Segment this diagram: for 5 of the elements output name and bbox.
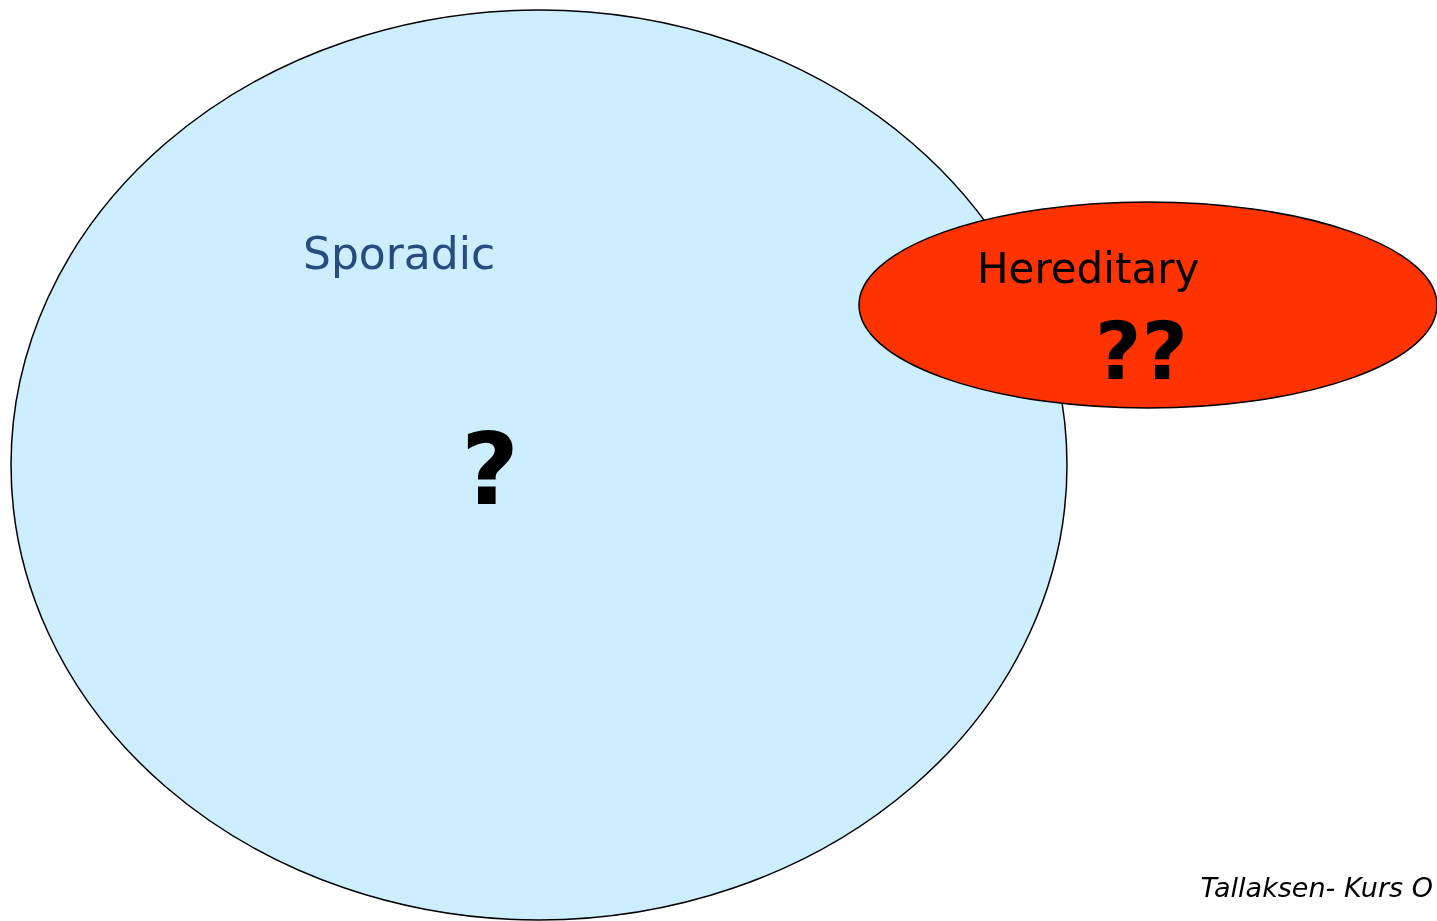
question-mark: ? [461,420,519,520]
region-title: Hereditary [977,248,1200,290]
question-marks: ?? [1095,312,1188,392]
footer-note: Tallaksen- Kurs O [1200,874,1433,901]
region-title: Sporadic [303,232,496,276]
